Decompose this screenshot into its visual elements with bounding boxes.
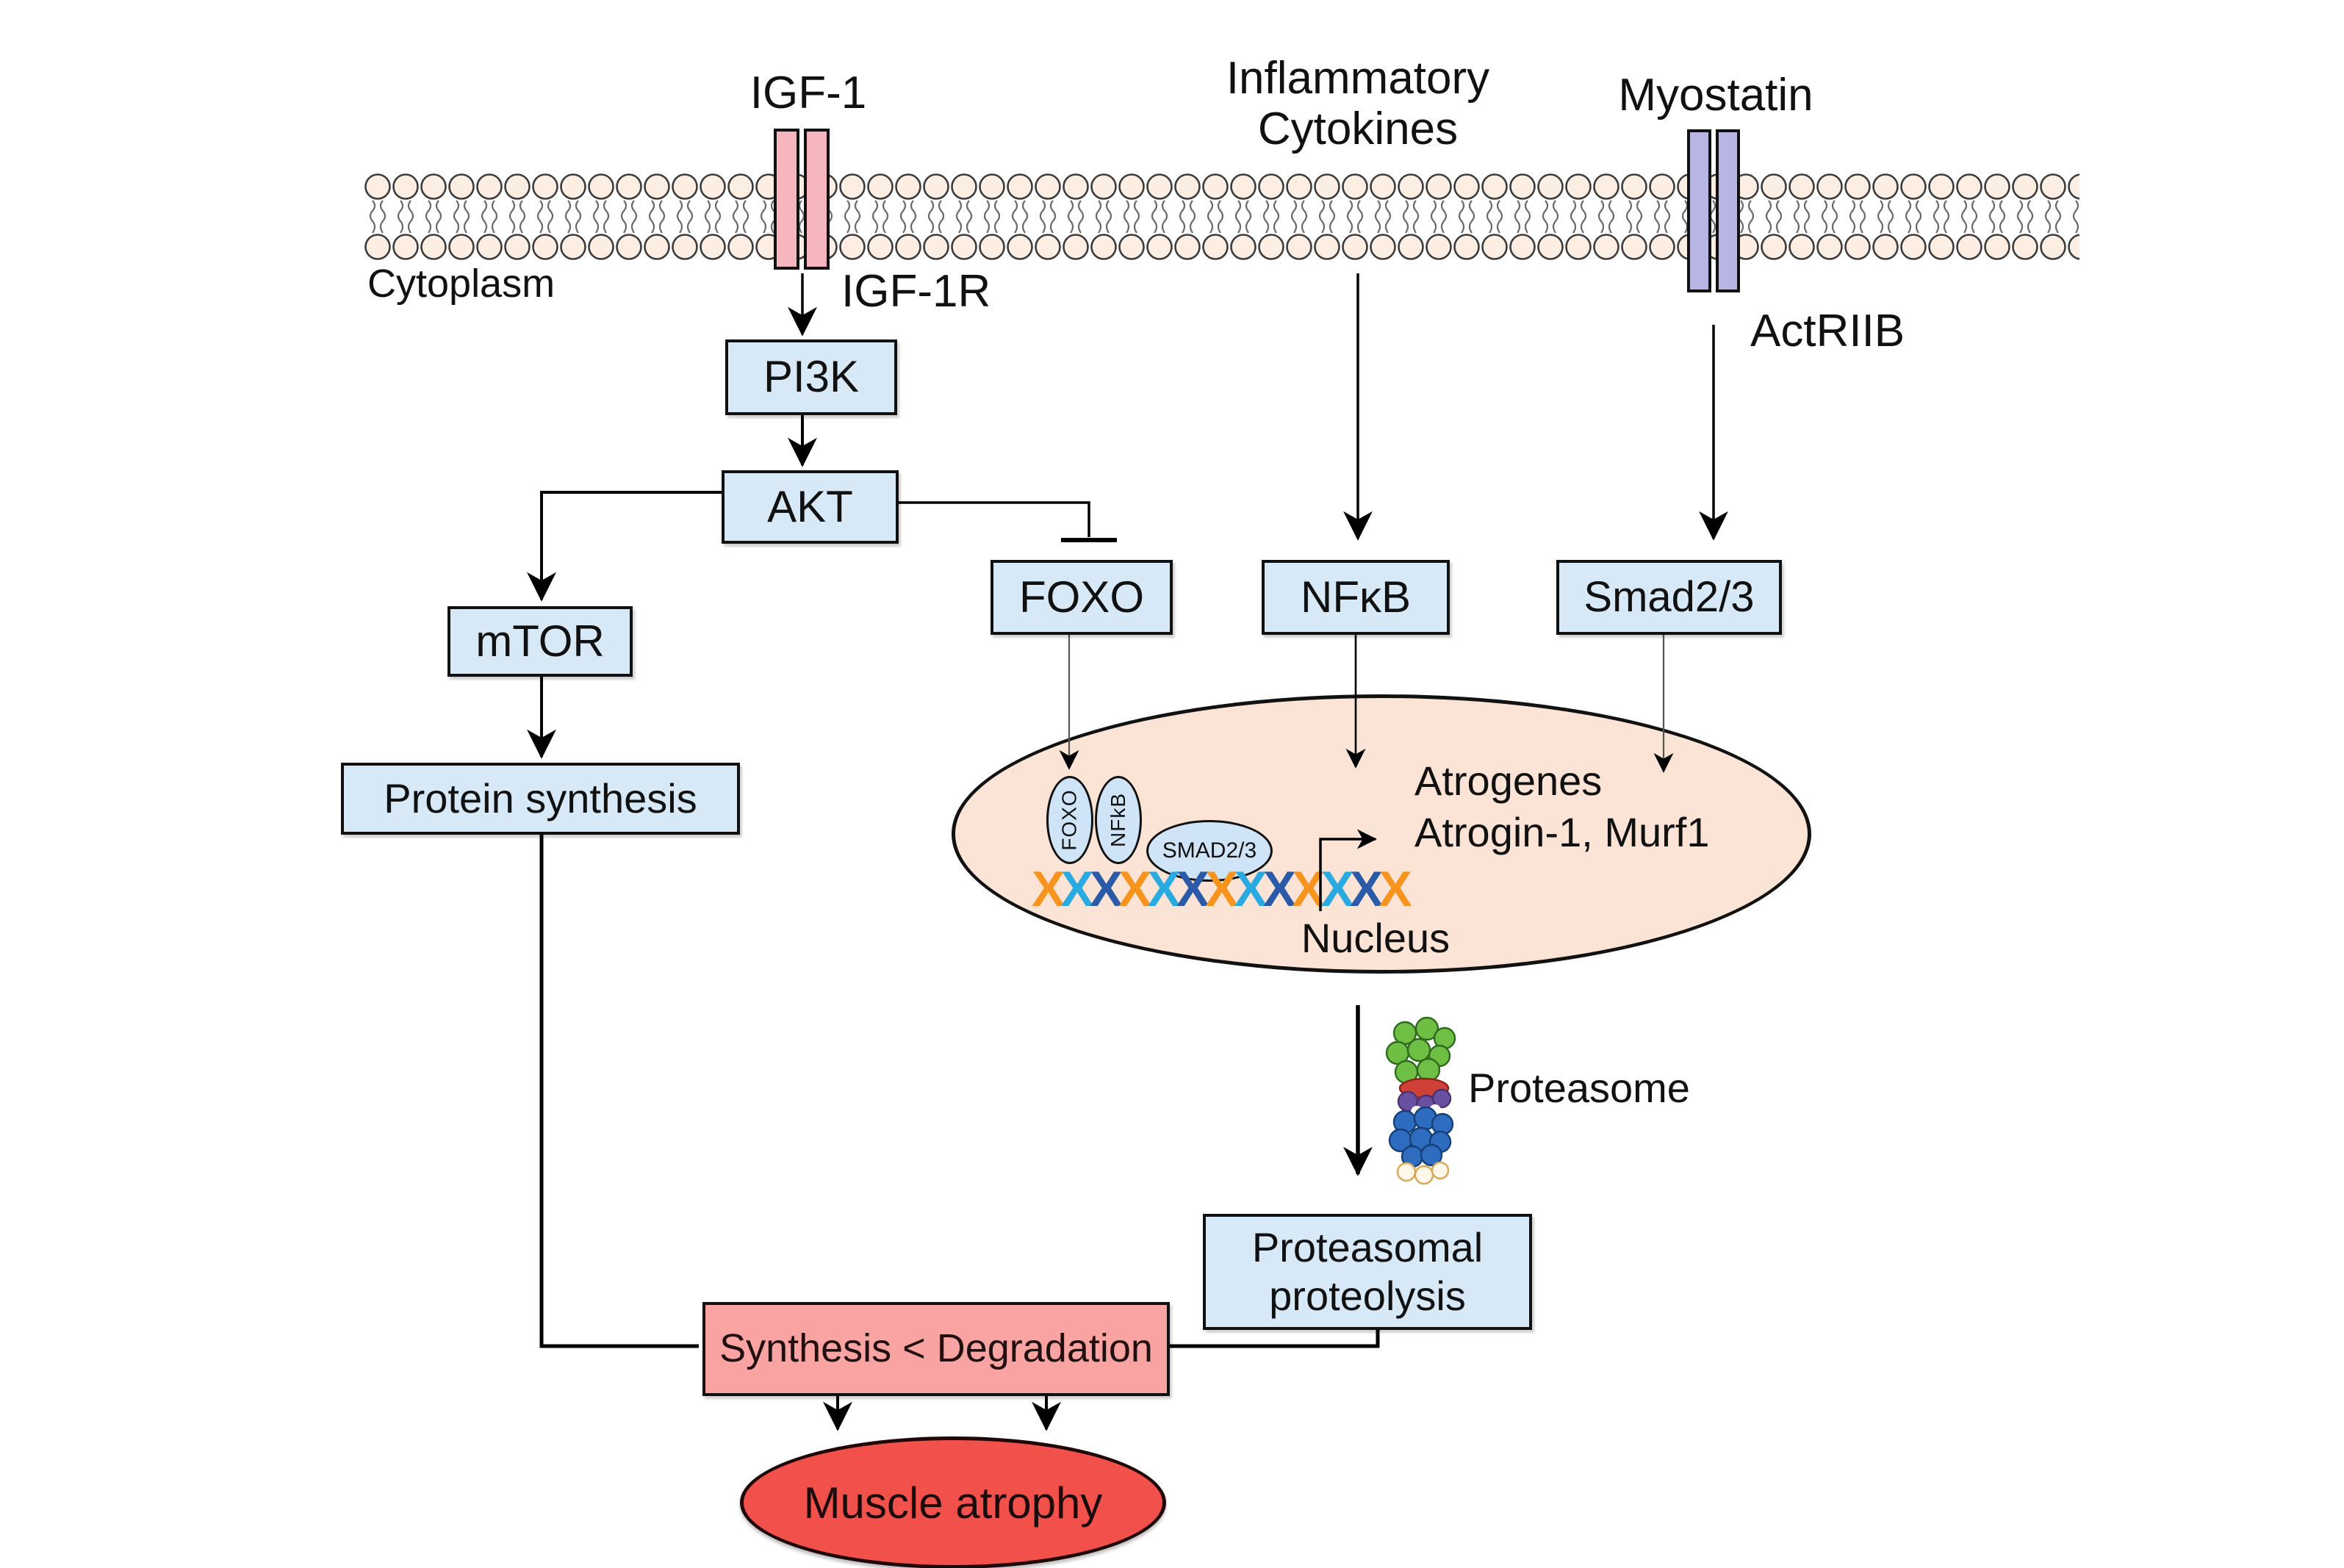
cell-membrane bbox=[364, 173, 2079, 261]
nfkb-nuclear-label: NFkB bbox=[1107, 793, 1129, 847]
proteasomal-proteolysis-box: Proteasomal proteolysis bbox=[1203, 1214, 1532, 1330]
atrogenes-label: Atrogenes bbox=[1414, 758, 1603, 804]
pi3k-box: PI3K bbox=[725, 339, 897, 415]
line-synthesis-to-balance bbox=[539, 830, 699, 1348]
igf1r-label: IGF-1R bbox=[841, 266, 991, 317]
nfkb-nuclear-oval: NFkB bbox=[1095, 776, 1142, 864]
atrogin-murf-label: Atrogin-1, Murf1 bbox=[1414, 809, 1710, 855]
synthesis-degradation-box: Synthesis < Degradation bbox=[702, 1302, 1170, 1396]
protein-synthesis-box: Protein synthesis bbox=[341, 763, 740, 835]
inflammatory-line1: Inflammatory bbox=[1226, 53, 1490, 104]
dna-strand: XXXXXXXXXXXXX bbox=[1032, 861, 1412, 917]
igf1-label: IGF-1 bbox=[749, 68, 867, 118]
cytoplasm-label: Cytoplasm bbox=[367, 262, 556, 306]
smad-nuclear-oval: SMAD2/3 bbox=[1146, 820, 1273, 882]
proteasome-icon bbox=[1385, 1016, 1456, 1185]
foxo-nuclear-oval: FOXO bbox=[1046, 776, 1093, 864]
inhibit-akt-foxo-line bbox=[894, 501, 1090, 537]
arrow-akt-mtor bbox=[527, 491, 722, 602]
akt-box: AKT bbox=[722, 470, 899, 544]
inflammatory-line2: Cytokines bbox=[1257, 104, 1459, 155]
proteasome-label: Proteasome bbox=[1468, 1065, 1690, 1111]
proteolysis-line2: proteolysis bbox=[1269, 1273, 1466, 1319]
foxo-nuclear-label: FOXO bbox=[1058, 789, 1081, 851]
actriib-label: ActRIIB bbox=[1750, 306, 1905, 356]
actriib-receptor-icon bbox=[1687, 129, 1740, 292]
igf1r-receptor-icon bbox=[774, 129, 830, 270]
nucleus-ellipse bbox=[952, 694, 1811, 974]
foxo-box: FOXO bbox=[991, 560, 1173, 635]
nfkb-box: NFκB bbox=[1262, 560, 1450, 635]
proteolysis-line1: Proteasomal bbox=[1251, 1223, 1484, 1270]
myostatin-label: Myostatin bbox=[1618, 70, 1813, 121]
nucleus-label: Nucleus bbox=[1301, 915, 1450, 961]
muscle-atrophy-ellipse: Muscle atrophy bbox=[740, 1436, 1166, 1568]
mtor-box: mTOR bbox=[447, 606, 633, 677]
inflammatory-cytokines-label: Inflammatory Cytokines bbox=[1226, 53, 1489, 155]
smad23-box: Smad2/3 bbox=[1556, 560, 1782, 635]
